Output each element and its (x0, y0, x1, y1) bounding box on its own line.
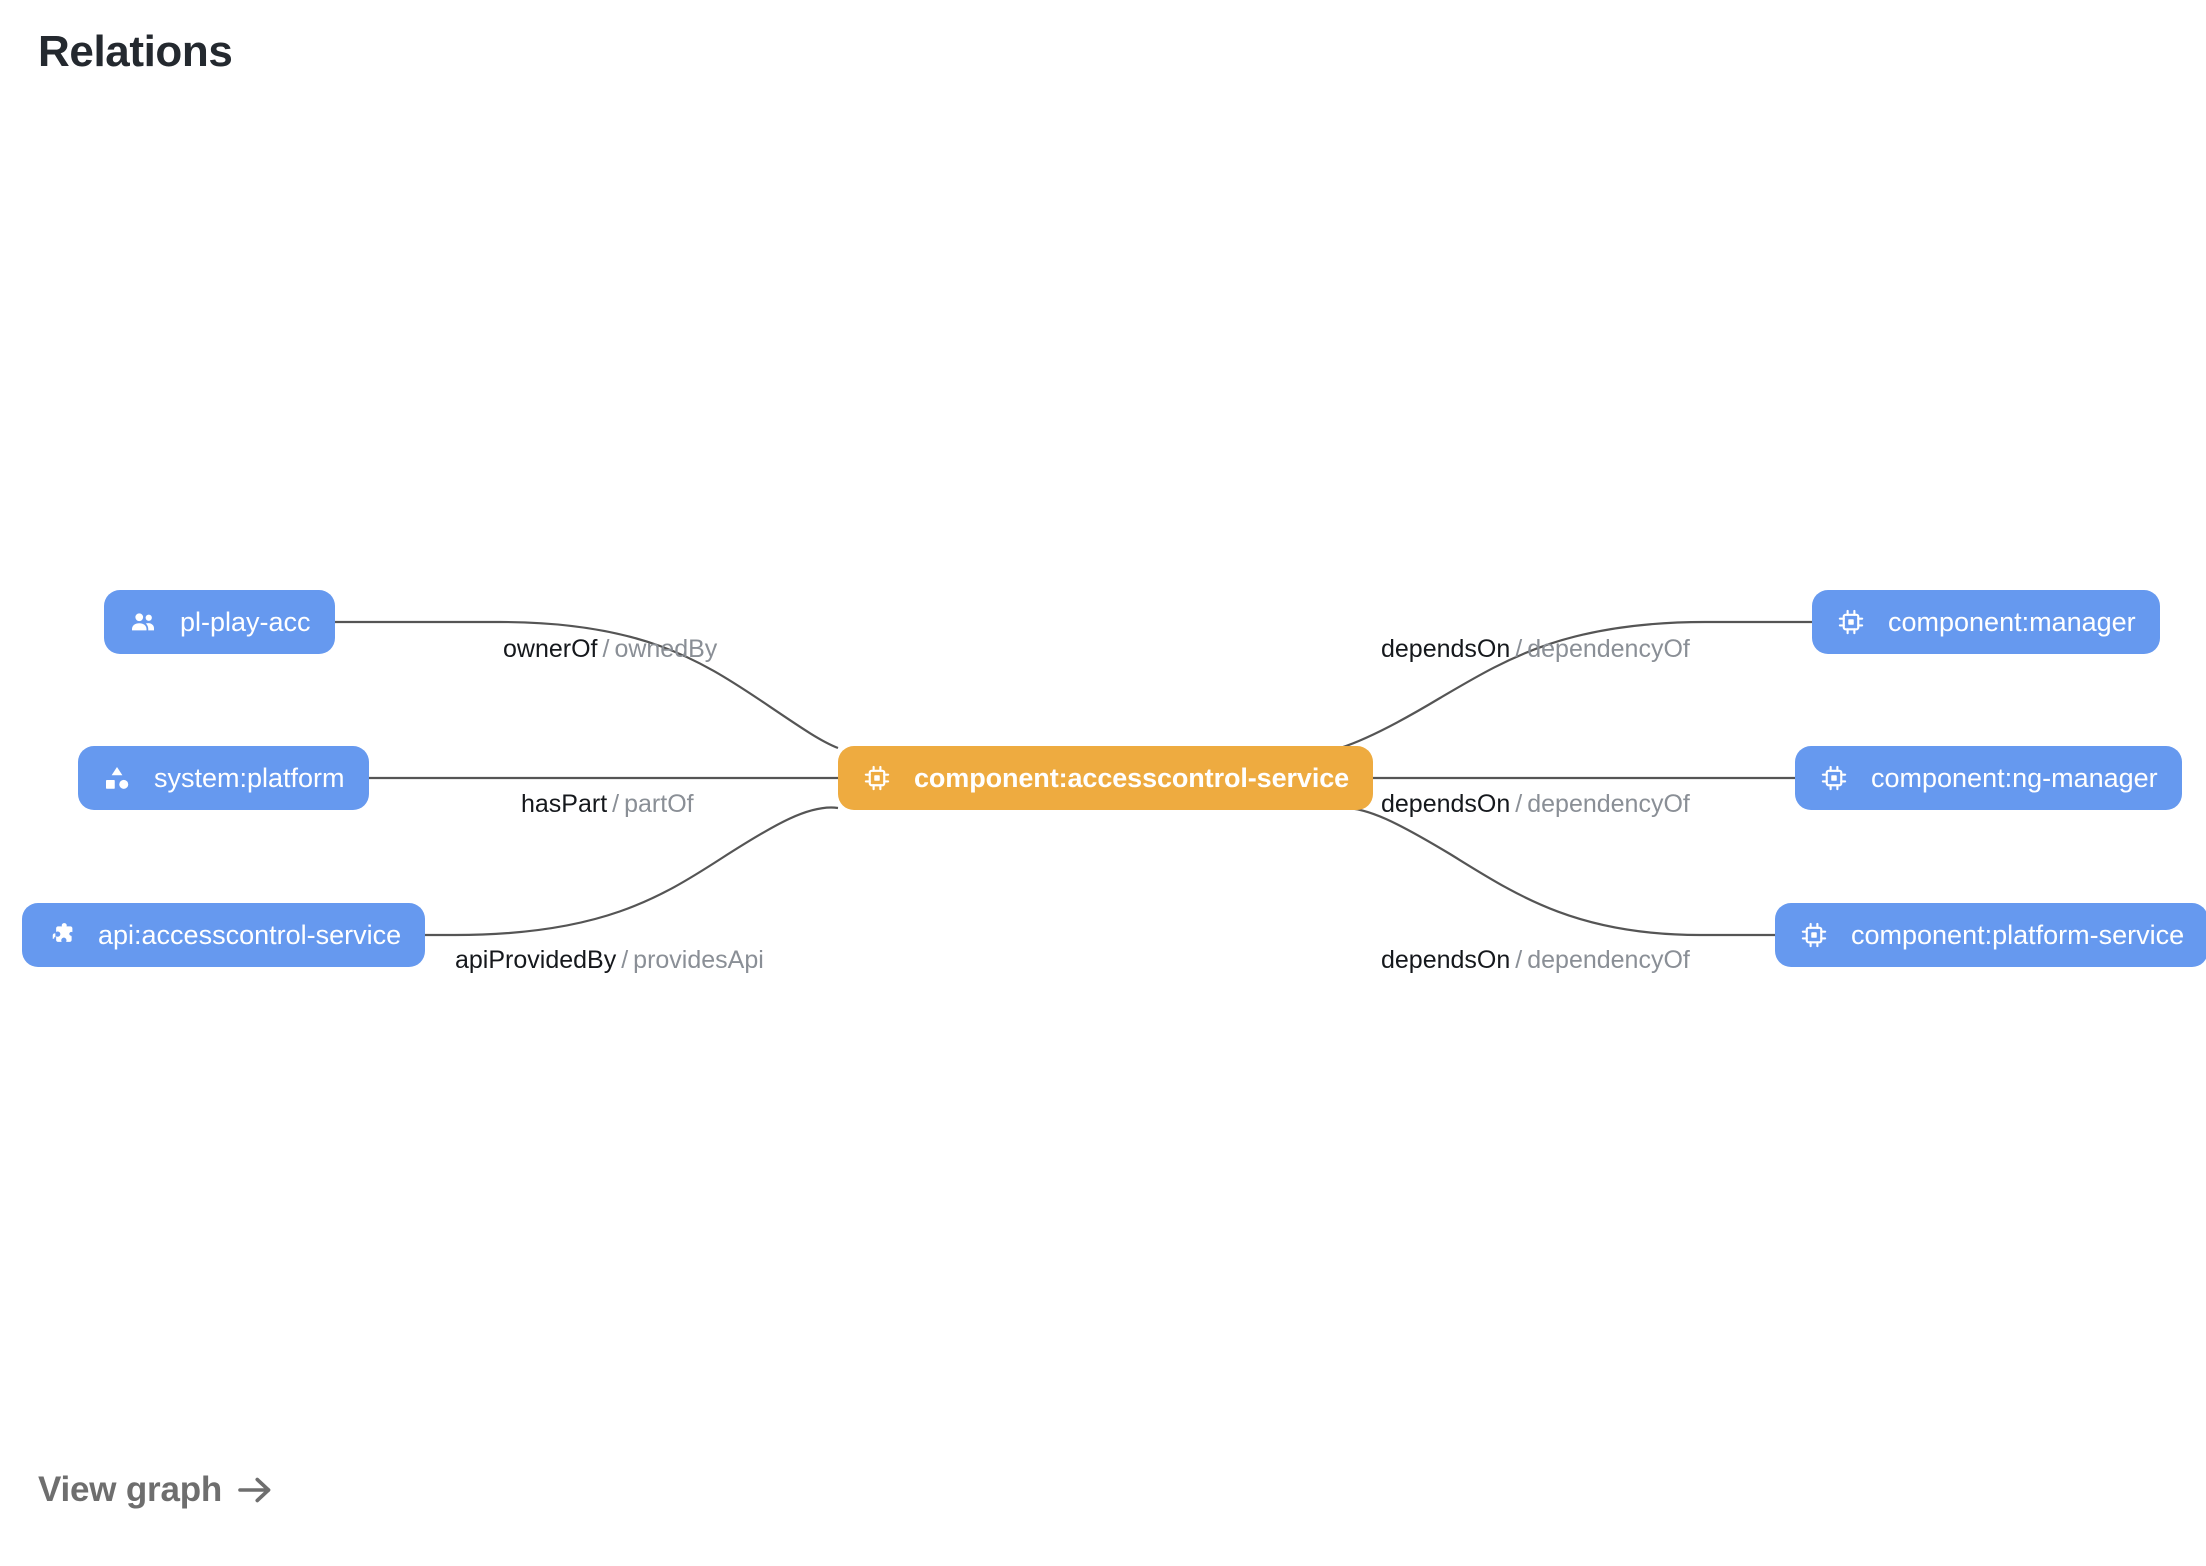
graph-node-label: component:manager (1888, 606, 2136, 637)
edge-label-hasPart: hasPart/partOf (521, 792, 694, 817)
view-graph-label: View graph (38, 1470, 223, 1509)
edge-label-forward: apiProvidedBy (455, 946, 617, 974)
edge-label-reverse: dependencyOf (1527, 635, 1690, 663)
edge-label-separator: / (612, 790, 620, 818)
edge-label-reverse: ownedBy (614, 635, 718, 663)
graph-node-label: system:platform (154, 762, 345, 793)
edge-label-separator: / (1515, 790, 1523, 818)
edge-label-dependsOn-manager: dependsOn/dependencyOf (1381, 637, 1690, 662)
edge-label-reverse: dependencyOf (1527, 946, 1690, 974)
edge-ownerOf (330, 620, 839, 750)
arrow-right-icon (236, 1475, 274, 1505)
edge-label-forward: hasPart (521, 790, 608, 818)
edge-label-forward: dependsOn (1381, 635, 1511, 663)
edge-label-separator: / (621, 946, 629, 974)
relations-graph: ownerOf/ownedBy hasPart/partOf apiProvid… (22, 590, 2206, 973)
chip-icon (1799, 920, 1829, 950)
edge-label-reverse: partOf (624, 790, 694, 818)
graph-node-label: api:accesscontrol-service (98, 919, 402, 950)
edge-label-apiProvidedBy: apiProvidedBy/providesApi (455, 948, 764, 973)
graph-node-label: component:platform-service (1851, 919, 2185, 950)
chip-icon (862, 763, 892, 793)
group-icon (128, 607, 158, 637)
edge-dependsOn-platform-service (1339, 806, 1775, 937)
edge-label-forward: dependsOn (1381, 790, 1511, 818)
edge-label-forward: dependsOn (1381, 946, 1511, 974)
puzzle-icon (46, 920, 76, 950)
graph-node-component-accesscontrol-service-focus[interactable]: component:accesscontrol-service (838, 746, 1374, 810)
graph-node-component-manager[interactable]: component:manager (1812, 590, 2160, 654)
category-icon (102, 763, 132, 793)
edge-label-forward: ownerOf (503, 635, 598, 663)
graph-node-api-accesscontrol-service[interactable]: api:accesscontrol-service (22, 903, 426, 967)
edge-label-dependsOn-ng-manager: dependsOn/dependencyOf (1381, 792, 1690, 817)
edge-label-reverse: dependencyOf (1527, 790, 1690, 818)
graph-node-system-platform[interactable]: system:platform (78, 746, 369, 810)
edge-label-dependsOn-platform-service: dependsOn/dependencyOf (1381, 948, 1690, 973)
graph-node-component-platform-service[interactable]: component:platform-service (1775, 903, 2206, 967)
edge-label-separator: / (1515, 635, 1523, 663)
graph-node-label: component:accesscontrol-service (914, 762, 1350, 793)
chip-icon (1819, 763, 1849, 793)
graph-node-component-ng-manager[interactable]: component:ng-manager (1795, 746, 2182, 810)
edge-label-reverse: providesApi (633, 946, 764, 974)
page-title: Relations (38, 27, 233, 76)
edge-dependsOn-manager (1339, 620, 1812, 750)
graph-node-label: pl-play-acc (180, 606, 311, 637)
chip-icon (1836, 607, 1866, 637)
view-graph-link[interactable]: View graph (38, 1470, 274, 1510)
graph-node-pl-play-acc[interactable]: pl-play-acc (104, 590, 335, 654)
edge-apiProvidedBy (290, 806, 839, 937)
edge-layer (250, 620, 1812, 937)
edge-label-separator: / (1515, 946, 1523, 974)
edge-label-separator: / (602, 635, 610, 663)
graph-node-label: component:ng-manager (1871, 762, 2158, 793)
edge-label-ownerOf: ownerOf/ownedBy (503, 637, 717, 662)
